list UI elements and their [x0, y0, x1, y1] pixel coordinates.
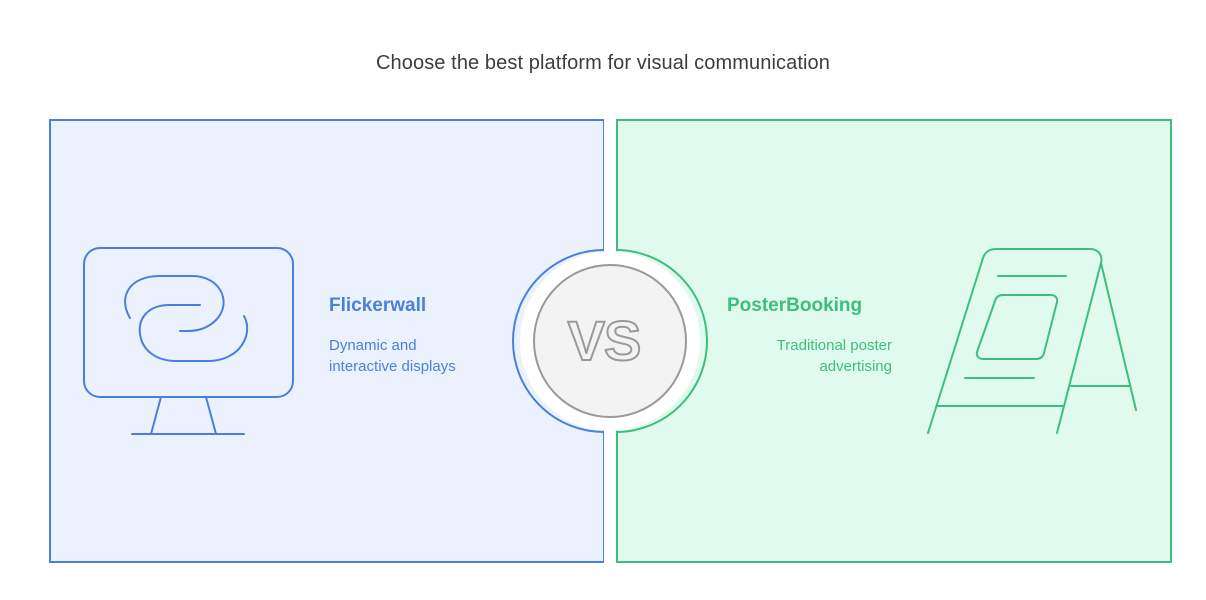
flickerwall-description: Dynamic and interactive displays: [329, 337, 456, 375]
posterbooking-heading: PosterBooking: [727, 295, 863, 316]
vs-label: VS: [567, 308, 643, 373]
posterbooking-description: Traditional poster advertising: [776, 337, 892, 375]
flickerwall-heading: Flickerwall: [329, 295, 427, 316]
diagram-title: Choose the best platform for visual comm…: [375, 52, 830, 74]
